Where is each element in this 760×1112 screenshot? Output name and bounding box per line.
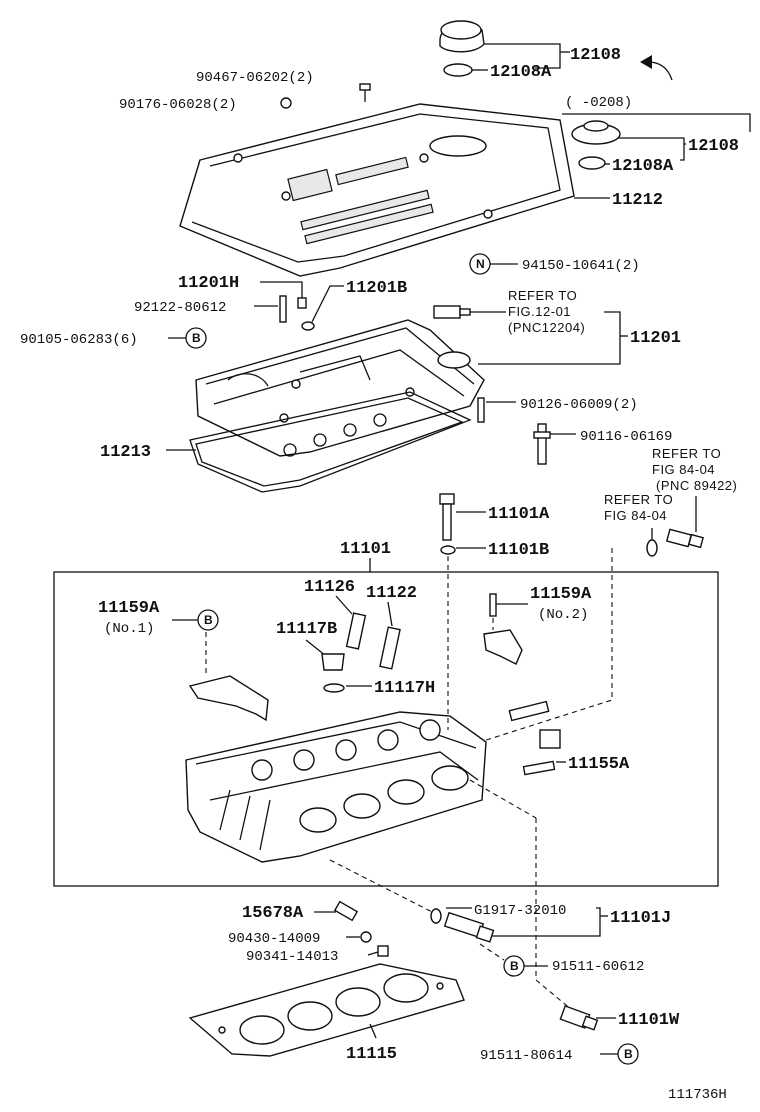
label-11159a-right: 11159A (530, 585, 592, 604)
ring-dowel[interactable] (539, 729, 561, 749)
label-94150: 94150-10641(2) (522, 258, 640, 274)
label-90430: 90430-14009 (228, 931, 320, 947)
valve-spring-seat[interactable] (323, 683, 345, 693)
straight-pin[interactable] (508, 700, 550, 722)
label-91511-60612: 91511-60612 (552, 959, 644, 975)
cylinder-head-cover-gasket[interactable] (189, 391, 472, 493)
arrowhead-icon (640, 55, 652, 69)
marker-n: N (476, 257, 485, 271)
label-11101b: 11101B (488, 541, 549, 560)
label-11155a: 11155A (568, 755, 630, 774)
label-11126: 11126 (304, 578, 355, 597)
label-12108a-mid: 12108A (612, 157, 674, 176)
stud-bolt[interactable] (533, 423, 551, 465)
oil-filler-cap-alt[interactable] (571, 120, 621, 170)
marker-b-icon-2 (197, 609, 219, 631)
temperature-sensor[interactable] (665, 528, 704, 549)
label-11117b: 11117B (276, 620, 337, 639)
label-11201b: 11201B (346, 279, 407, 298)
camshaft-bearing-cap-2[interactable] (483, 629, 523, 665)
camshaft-position-sensor[interactable] (443, 911, 495, 943)
cylinder-head-group-box (53, 571, 719, 887)
label-11122: 11122 (366, 584, 417, 603)
cylinder-head-cover[interactable] (195, 319, 485, 457)
label-11101: 11101 (340, 540, 391, 559)
label-11115: 11115 (346, 1045, 397, 1064)
label-92122: 92122-80612 (134, 300, 226, 316)
label-11101j: 11101J (610, 909, 671, 928)
label-12108-mid: 12108 (688, 137, 739, 156)
label-90116: 90116-06169 (580, 429, 672, 445)
label-11212: 11212 (612, 191, 663, 210)
camshaft-bearing-cap-1[interactable] (188, 675, 269, 722)
valve-guide[interactable] (379, 626, 401, 670)
pcv-valve[interactable] (433, 305, 471, 319)
crank-position-sensor[interactable] (559, 1005, 599, 1031)
marker-b-3: B (510, 959, 519, 973)
engine-cover[interactable] (179, 103, 575, 277)
label-11201: 11201 (630, 329, 681, 348)
marker-b-4: B (624, 1047, 633, 1061)
label-range: ( -0208) (565, 95, 632, 111)
label-90341: 90341-14013 (246, 949, 338, 965)
valve-stem-seal[interactable] (321, 653, 345, 671)
label-11101w: 11101W (618, 1011, 680, 1030)
head-bolt[interactable] (439, 493, 455, 541)
label-no1: (No.1) (104, 621, 154, 637)
marker-b-icon-4 (617, 1043, 639, 1065)
label-90105: 90105-06283(6) (20, 332, 138, 348)
refer3-line1: REFER TO (604, 492, 673, 507)
marker-b-icon-1 (185, 327, 207, 349)
marker-b-2: B (204, 613, 213, 627)
label-12108-top: 12108 (570, 46, 621, 65)
label-11117h: 11117H (374, 679, 435, 698)
label-12108a-top: 12108A (490, 63, 552, 82)
oil-control-valve[interactable] (333, 900, 359, 922)
marker-b-1: B (192, 331, 201, 345)
refer2-line1: REFER TO (652, 446, 721, 461)
label-15678a: 15678A (242, 904, 304, 923)
label-90126: 90126-06009(2) (520, 397, 638, 413)
label-90176: 90176-06028(2) (119, 97, 237, 113)
label-11213: 11213 (100, 443, 151, 462)
refer2-line3: (PNC 89422) (656, 478, 737, 493)
valve-guide-bushing[interactable] (345, 612, 367, 650)
refer3-line2: FIG 84-04 (604, 508, 667, 523)
label-90467: 90467-06202(2) (196, 70, 314, 86)
cylinder-head-gasket[interactable] (188, 963, 465, 1057)
refer1-line1: REFER TO (508, 288, 577, 303)
refer2-line2: FIG 84-04 (652, 462, 715, 477)
label-11159a-left: 11159A (98, 599, 160, 618)
label-11101a: 11101A (488, 505, 550, 524)
pin-11155a[interactable] (522, 760, 556, 776)
refer1-line2: FIG.12-01 (508, 304, 571, 319)
label-11201h: 11201H (178, 274, 239, 293)
oil-filler-cap-top[interactable] (439, 20, 485, 77)
label-91511-80614: 91511-80614 (480, 1048, 572, 1064)
label-no2: (No.2) (538, 607, 588, 623)
cylinder-head[interactable] (185, 711, 487, 863)
label-g1917: G1917-32010 (474, 903, 566, 919)
figure-code: 111736H (668, 1087, 727, 1103)
refer1-line3: (PNC12204) (508, 320, 585, 335)
